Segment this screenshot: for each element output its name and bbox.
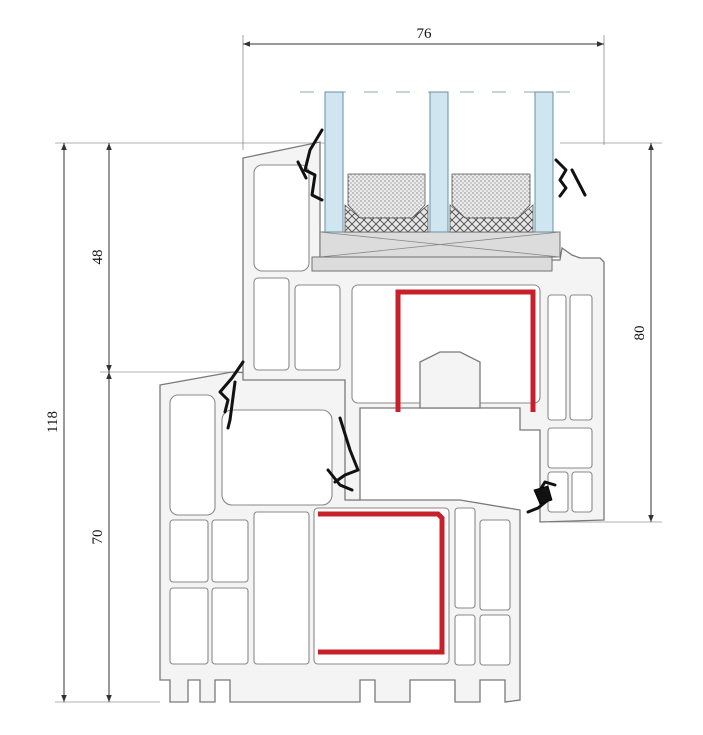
spacer-right (449, 173, 534, 233)
frame-profile (159, 371, 521, 703)
glass-pane-outer (324, 91, 344, 233)
glass-pane-inner (534, 91, 554, 233)
spacer-left (344, 173, 429, 233)
dimension-70-label: 70 (90, 530, 106, 545)
dimension-76-label: 76 (417, 26, 433, 42)
frame-steel-reinforcement (318, 511, 445, 655)
sash-profile (242, 141, 605, 523)
dimension-left-lower: 70 (90, 372, 112, 702)
dimension-80-label: 80 (632, 326, 648, 341)
glazing-seal-inner (554, 158, 587, 198)
glass-pane-middle (429, 91, 449, 233)
sash-outer-seal (218, 360, 245, 430)
dimension-left-total: 118 (45, 142, 330, 703)
dimension-48-label: 48 (90, 250, 106, 265)
dimension-top: 76 (242, 26, 605, 150)
triple-glazing (300, 91, 575, 233)
dimension-right: 80 (550, 142, 662, 523)
glazing-bead (311, 231, 561, 272)
glazing-seal-outer (296, 128, 324, 202)
dimension-left-upper: 48 (90, 143, 245, 373)
frame-inner-seal (526, 480, 557, 514)
center-seal (326, 416, 360, 492)
dimension-118-label: 118 (45, 411, 61, 433)
sash-steel-reinforcement (395, 289, 536, 412)
